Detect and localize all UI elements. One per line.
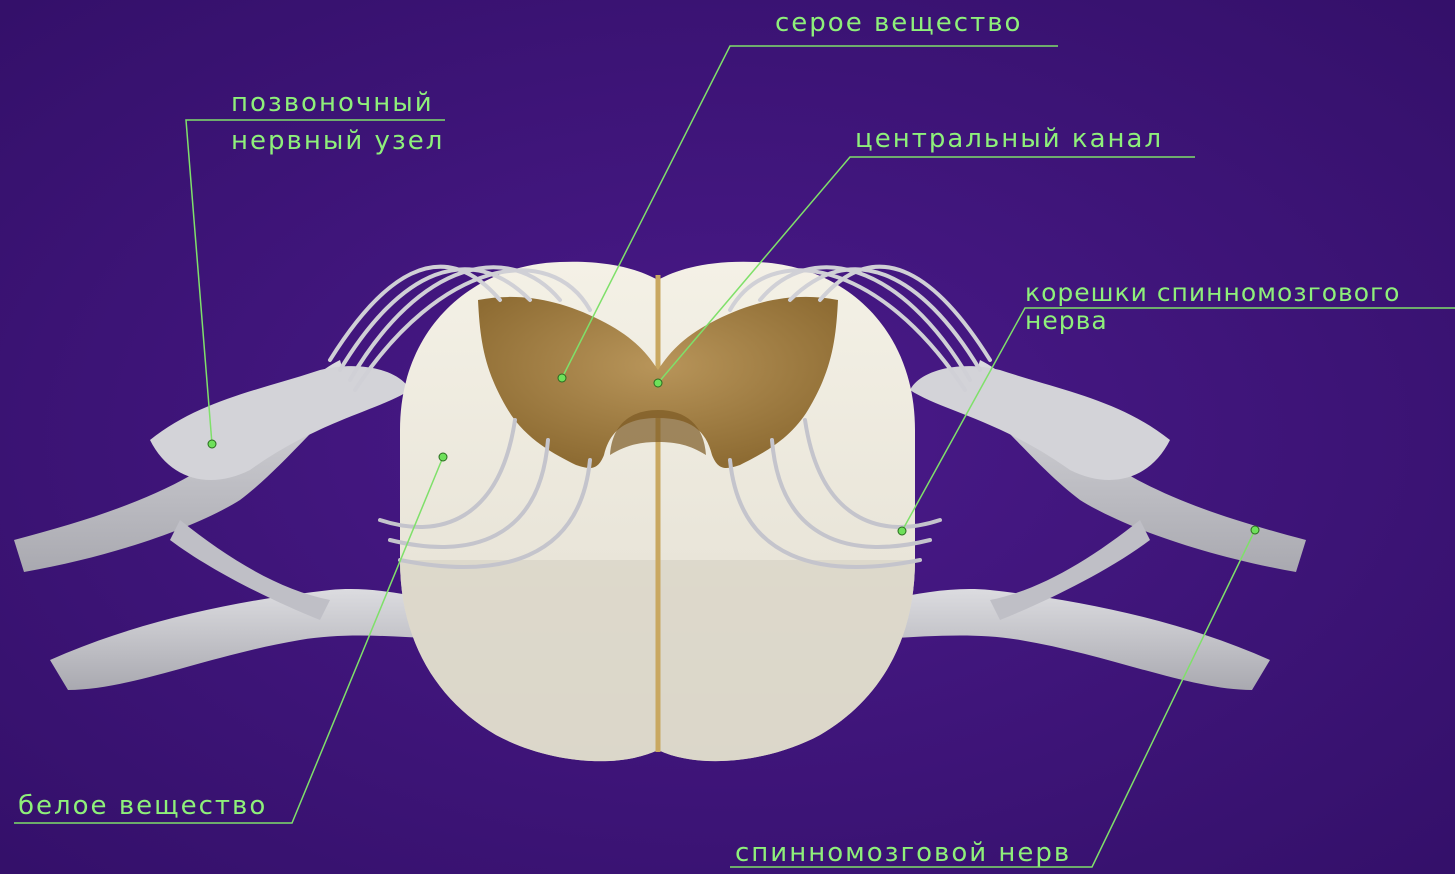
dot-spinal-ganglion	[208, 440, 216, 448]
label-gray-matter: серое вещество	[775, 8, 1022, 38]
dot-spinal-nerve	[1251, 526, 1259, 534]
dot-white-matter	[439, 453, 447, 461]
label-nerve-roots-line1: корешки спинномозгового	[1025, 278, 1400, 308]
dot-gray-matter	[558, 374, 566, 382]
label-spinal-ganglion-line2: нервный узел	[231, 126, 444, 156]
label-spinal-nerve: спинномозговой нерв	[735, 838, 1071, 868]
label-white-matter: белое вещество	[18, 791, 267, 821]
dot-nerve-roots	[898, 527, 906, 535]
label-central-canal: центральный канал	[855, 124, 1163, 154]
label-nerve-roots-line2: нерва	[1025, 306, 1108, 336]
label-spinal-ganglion-line1: позвоночный	[231, 88, 434, 118]
dot-central-canal	[654, 379, 662, 387]
